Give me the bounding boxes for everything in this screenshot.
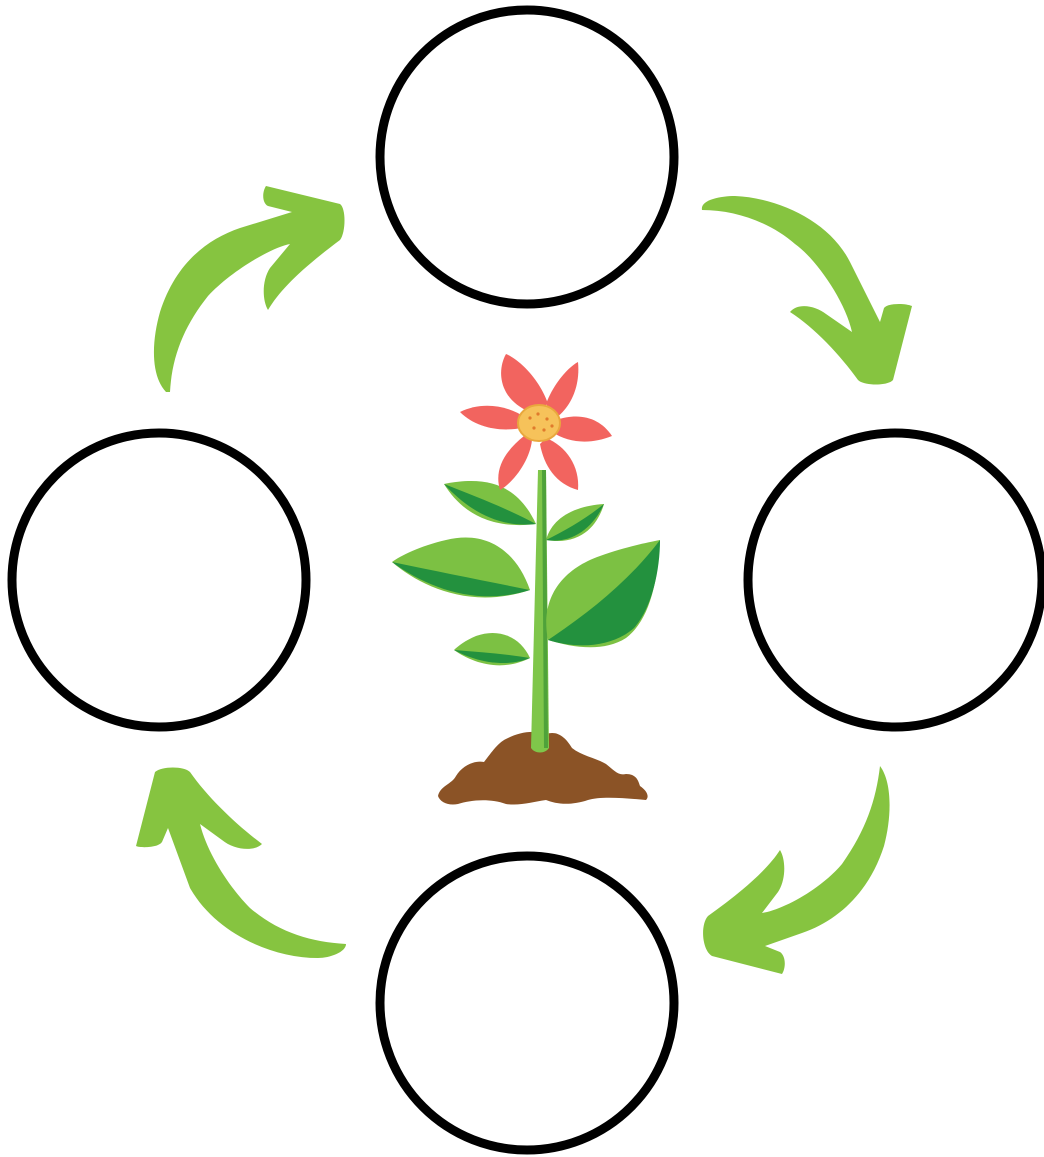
flowering-plant-icon bbox=[392, 354, 660, 805]
stage-circle-left[interactable] bbox=[12, 433, 306, 727]
arrow-right-to-bottom-icon bbox=[703, 766, 890, 974]
flower-center bbox=[518, 405, 560, 441]
stage-circle-bottom[interactable] bbox=[380, 856, 674, 1150]
arrow-bottom-to-left-icon bbox=[136, 768, 346, 959]
stage-circles bbox=[12, 10, 1042, 1150]
arrow-top-to-right-icon bbox=[702, 196, 912, 385]
petal-bottom-left bbox=[498, 436, 532, 490]
arrow-left-to-top-icon bbox=[154, 186, 345, 392]
stage-circle-top[interactable] bbox=[380, 10, 674, 304]
petal-right bbox=[552, 417, 612, 442]
stage-circle-right[interactable] bbox=[748, 433, 1042, 727]
petal-left bbox=[460, 406, 526, 430]
petal-top bbox=[501, 354, 548, 412]
